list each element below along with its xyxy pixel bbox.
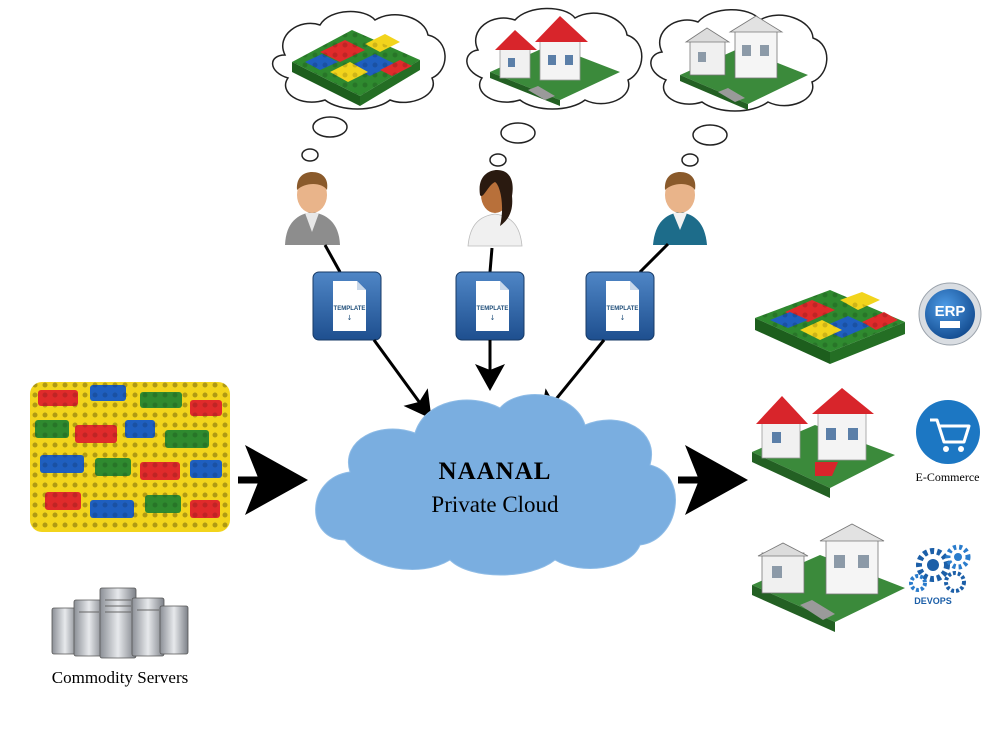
user-male-gray-icon bbox=[285, 172, 340, 245]
download-arrow-icon: ↓ bbox=[620, 314, 626, 322]
cloud-title: NAANAL bbox=[438, 458, 552, 485]
user-female-icon bbox=[467, 170, 523, 247]
user-male-blue-icon bbox=[653, 172, 707, 245]
red-house-thought-image bbox=[490, 16, 620, 106]
erp-badge-label: ERP bbox=[935, 303, 966, 320]
erp-badge-icon: ERP bbox=[918, 282, 982, 346]
lego-mosaic-output-image bbox=[755, 290, 905, 364]
template-label-3: TEMPLATE bbox=[607, 306, 639, 312]
lego-bricks-pile-image bbox=[30, 382, 230, 532]
template-icon-2: TEMPLATE ↓ bbox=[455, 271, 525, 341]
template-label-1: TEMPLATE bbox=[334, 306, 366, 312]
commodity-servers-icon bbox=[51, 587, 189, 659]
white-house-output-image bbox=[752, 523, 905, 632]
devops-gears-icon: DEVOPS bbox=[909, 544, 971, 606]
download-arrow-icon: ↓ bbox=[347, 314, 353, 322]
ecommerce-label: E-Commerce bbox=[915, 470, 980, 484]
template-icon-3: TEMPLATE ↓ bbox=[585, 271, 655, 341]
arrow-template-1-to-cloud bbox=[372, 339, 432, 419]
devops-badge-label: DEVOPS bbox=[914, 596, 952, 606]
download-arrow-icon: ↓ bbox=[490, 314, 496, 322]
white-house-thought-image bbox=[680, 15, 808, 110]
template-icon-1: TEMPLATE ↓ bbox=[312, 271, 382, 341]
connector-line-3 bbox=[638, 242, 670, 274]
connector-line-2 bbox=[488, 247, 494, 273]
private-cloud-shape bbox=[315, 394, 676, 576]
commodity-servers-label: Commodity Servers bbox=[51, 668, 189, 687]
cloud-subtitle: Private Cloud bbox=[431, 492, 559, 517]
lego-mosaic-thought-image bbox=[292, 30, 420, 106]
template-label-2: TEMPLATE bbox=[477, 306, 509, 312]
connector-line-1 bbox=[323, 244, 342, 273]
red-house-output-image bbox=[752, 388, 895, 498]
ecommerce-cart-icon bbox=[916, 400, 980, 464]
